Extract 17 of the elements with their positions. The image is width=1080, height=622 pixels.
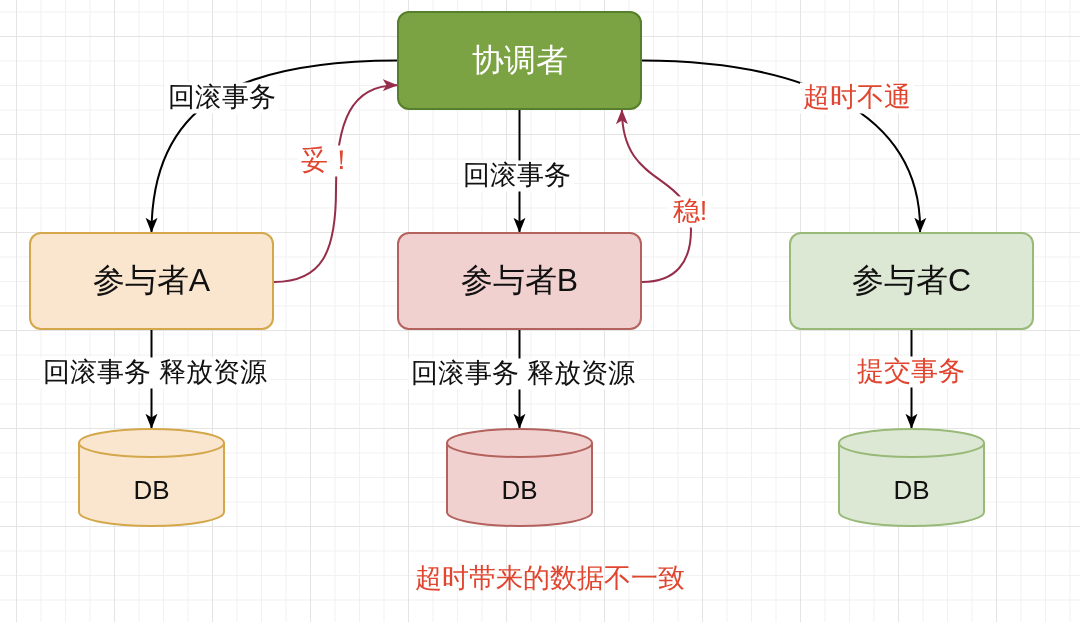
- edge-label: 回滚事务 释放资源: [40, 357, 270, 389]
- database-cylinder: DB: [446, 428, 593, 527]
- edge-label: 超时不通: [800, 82, 914, 114]
- process-box: 参与者A: [29, 232, 274, 330]
- process-box: 协调者: [397, 11, 642, 110]
- edge-label: 提交事务: [854, 356, 968, 388]
- edge-label: 回滚事务 释放资源: [408, 358, 638, 390]
- edge-label: 妥！: [298, 145, 358, 177]
- note-text: 超时带来的数据不一致: [415, 562, 685, 595]
- process-box: 参与者C: [789, 232, 1034, 330]
- database-cylinder: DB: [838, 428, 985, 527]
- edge-label: 回滚事务: [165, 82, 279, 114]
- arrow: [273, 80, 398, 283]
- process-box: 参与者B: [397, 232, 642, 330]
- database-cylinder: DB: [78, 428, 225, 527]
- edge-label: 回滚事务: [460, 160, 574, 192]
- edge-label: 稳!: [669, 196, 711, 228]
